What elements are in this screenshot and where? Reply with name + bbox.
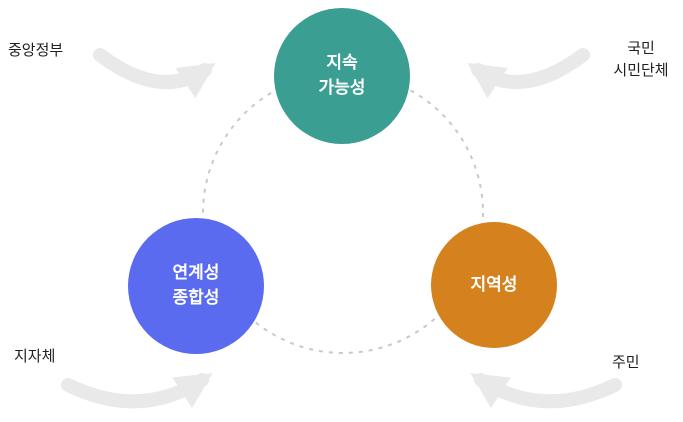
dashed-ring — [202, 72, 484, 354]
node-locality-line1: 지역성 — [470, 274, 518, 294]
node-connectivity-line1: 연계성 — [172, 263, 220, 283]
label-local-government: 지자체 — [14, 348, 56, 365]
arrow-bottom-right-icon — [470, 373, 622, 409]
node-sustainability-line2: 가능성 — [318, 78, 366, 97]
node-locality: 지역성 — [431, 222, 557, 348]
label-central-government: 중앙정부 — [8, 42, 64, 59]
arrow-top-right-icon — [467, 48, 590, 99]
label-citizens-line2: 시민단체 — [613, 61, 669, 79]
label-citizens-line1: 국민 — [627, 40, 655, 57]
arrow-bottom-left-icon — [61, 373, 213, 409]
node-sustainability: 지속 가능성 — [274, 8, 410, 144]
label-residents: 주민 — [612, 354, 640, 371]
label-citizens-civic-groups: 국민 시민단체 — [603, 38, 679, 82]
node-connectivity-line2: 종합성 — [172, 288, 220, 307]
node-connectivity: 연계성 종합성 — [128, 218, 264, 354]
arrow-top-left-icon — [93, 48, 216, 99]
node-sustainability-line1: 지속 — [326, 53, 358, 73]
